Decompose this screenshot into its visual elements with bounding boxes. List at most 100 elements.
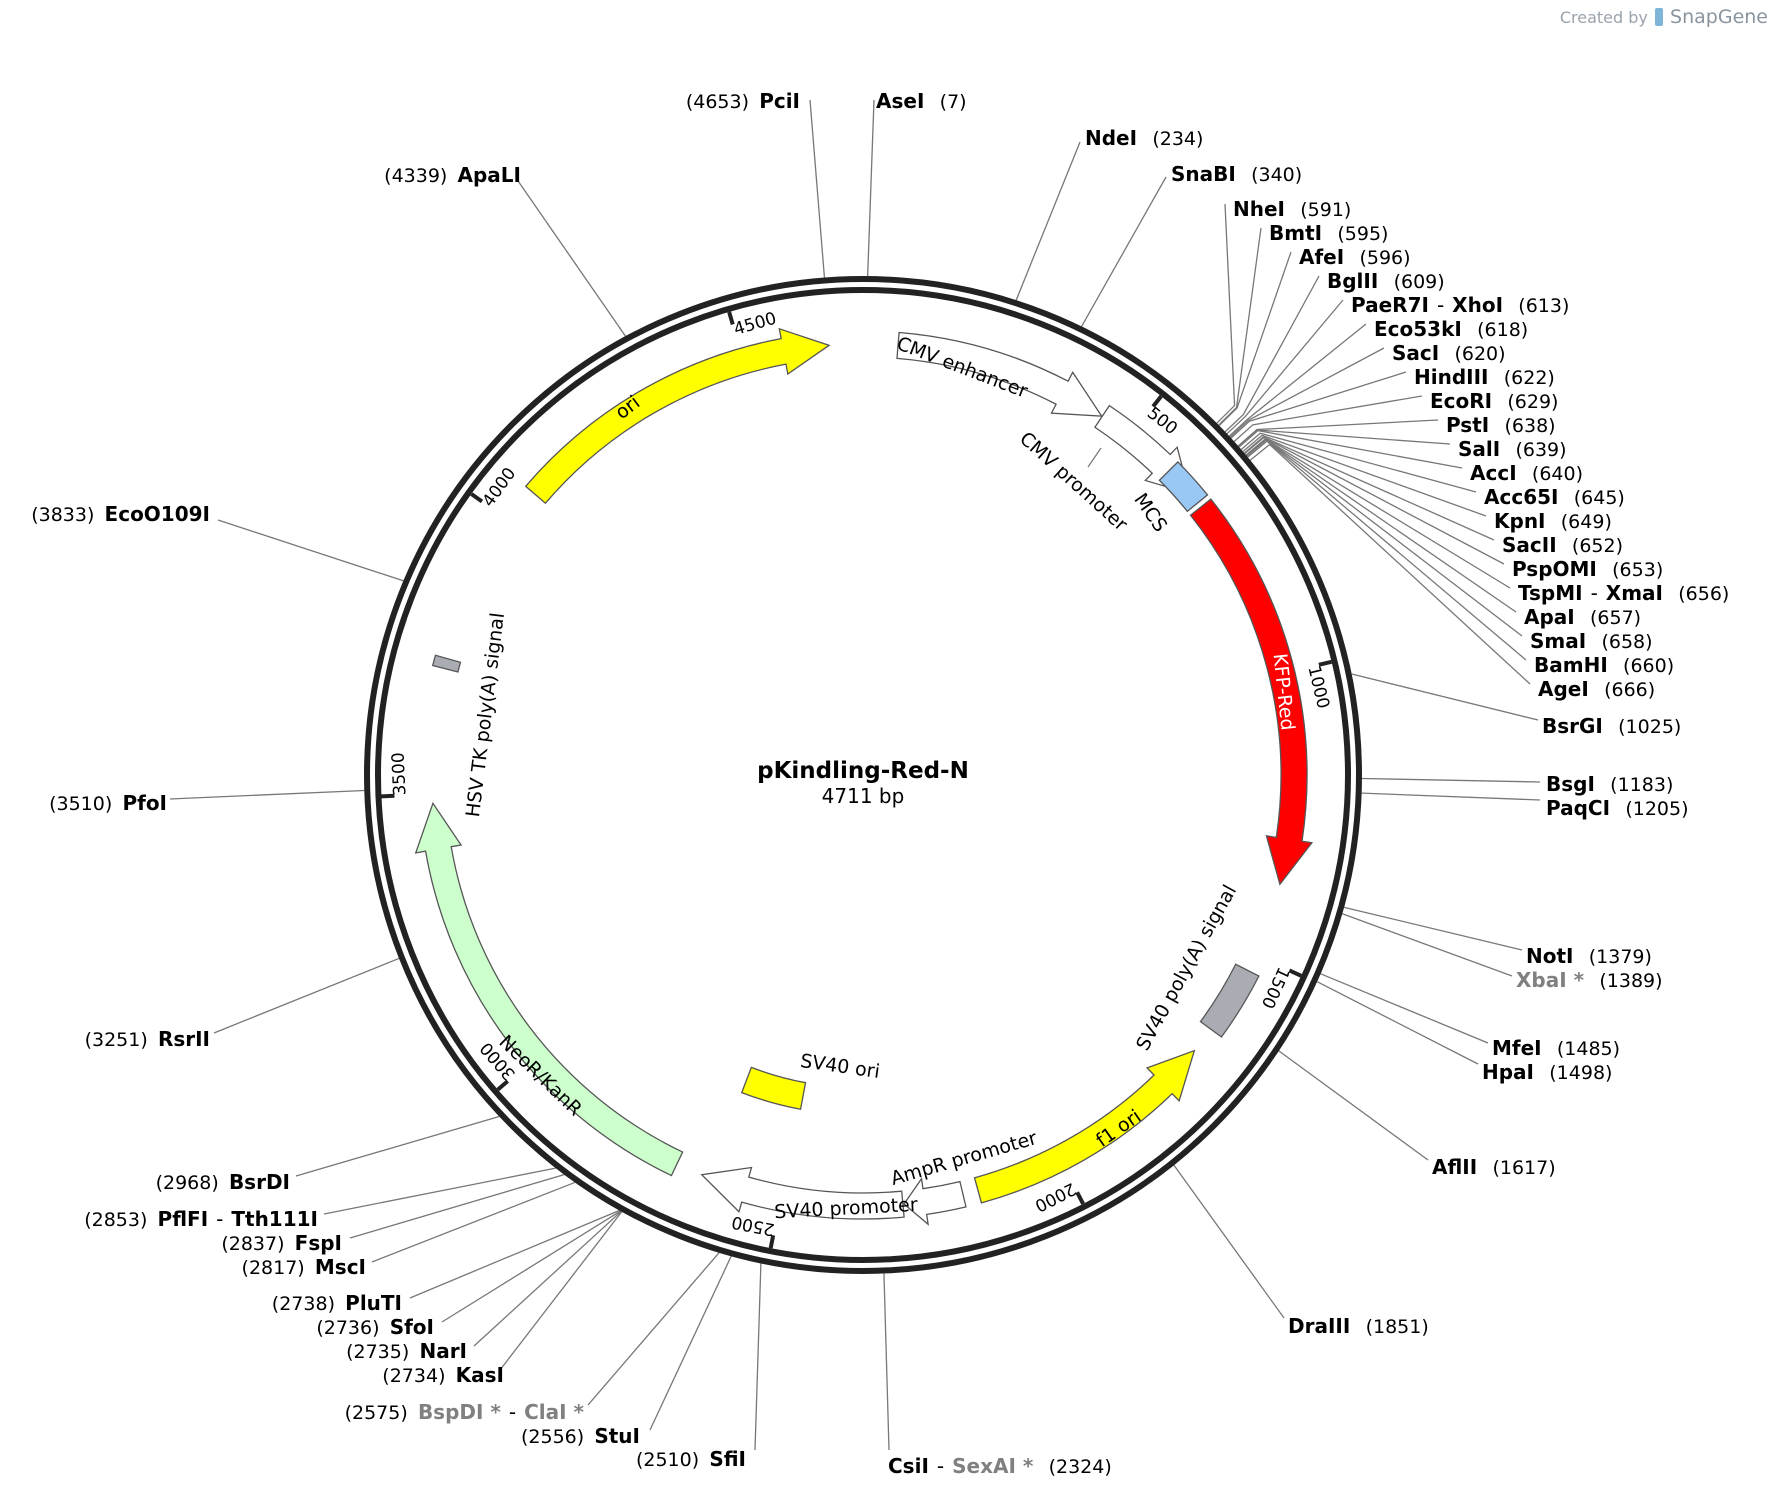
site-position: (2837)	[221, 1233, 284, 1255]
site-ecoo109i[interactable]: (3833) EcoO109I	[31, 502, 210, 526]
site-leader-line	[1342, 913, 1513, 977]
site-aflii[interactable]: AflII (1617)	[1432, 1155, 1556, 1179]
site-label: AccI (640)	[1470, 461, 1583, 485]
site-bsrdi[interactable]: (2968) BsrDI	[156, 1170, 290, 1194]
site-position: (1851)	[1366, 1316, 1429, 1338]
enzyme-name: NdeI	[1085, 126, 1137, 150]
site-psti[interactable]: PstI (638)	[1446, 413, 1556, 437]
site-afei[interactable]: AfeI (596)	[1299, 245, 1411, 269]
site-bglii[interactable]: BglII (609)	[1327, 269, 1445, 293]
site-leader-line	[1247, 440, 1527, 661]
snapgene-logo-icon	[1654, 8, 1663, 26]
site-leader-line	[1081, 176, 1167, 327]
tick-mark	[496, 1079, 510, 1092]
site-msci[interactable]: (2817) MscI	[242, 1255, 366, 1279]
site-label: PspOMI (653)	[1512, 557, 1663, 581]
site-sfoi[interactable]: (2736) SfoI	[316, 1315, 434, 1339]
site-leader-line	[1216, 203, 1236, 424]
enzyme-name: FspI	[295, 1231, 342, 1255]
site-ndei[interactable]: NdeI (234)	[1085, 126, 1203, 150]
tick-mark	[727, 311, 735, 326]
enzyme-name: Tth111I	[231, 1207, 318, 1231]
site-xbai[interactable]: XbaI * (1389)	[1516, 968, 1663, 992]
site-paer7i[interactable]: PaeR7I-XhoI (613)	[1351, 293, 1569, 317]
enzyme-name: PaqCI	[1546, 796, 1610, 820]
site-position: (649)	[1561, 511, 1612, 533]
feature-shape	[1189, 498, 1314, 886]
enzyme-name: PciI	[759, 89, 800, 113]
site-label: SacII (652)	[1502, 533, 1623, 557]
site-fspi[interactable]: (2837) FspI	[221, 1231, 342, 1255]
site-label: (2734) KasI	[382, 1363, 504, 1387]
site-asei[interactable]: AseI (7)	[876, 89, 967, 113]
site-kasi[interactable]: (2734) KasI	[382, 1363, 504, 1387]
site-bmti[interactable]: BmtI (595)	[1269, 221, 1388, 245]
site-pcii[interactable]: (4653) PciI	[686, 89, 800, 113]
site-position: (1498)	[1549, 1062, 1612, 1084]
site-nari[interactable]: (2735) NarI	[346, 1339, 467, 1363]
site-sali[interactable]: SalI (639)	[1458, 437, 1567, 461]
site-leader-line	[1238, 429, 1463, 469]
site-mfei[interactable]: MfeI (1485)	[1492, 1036, 1620, 1060]
enzyme-name: KasI	[456, 1363, 504, 1387]
site-separator: -	[1437, 293, 1444, 317]
site-bsrgi[interactable]: BsrGI (1025)	[1542, 714, 1681, 738]
site-bamhi[interactable]: BamHI (660)	[1534, 653, 1674, 677]
site-draiii[interactable]: DraIII (1851)	[1288, 1314, 1429, 1338]
site-leader-line	[1226, 299, 1344, 435]
site-eco53ki[interactable]: Eco53kI (618)	[1374, 317, 1528, 341]
plasmid-name: pKindling-Red-N	[757, 758, 969, 784]
site-saci[interactable]: SacI (620)	[1392, 341, 1506, 365]
site-apai[interactable]: ApaI (657)	[1524, 605, 1641, 629]
enzyme-name: HindIII	[1414, 365, 1488, 389]
feature-label: MCS	[1129, 489, 1171, 536]
site-hpai[interactable]: HpaI (1498)	[1482, 1060, 1612, 1084]
site-pflfi[interactable]: (2853) PflFI-Tth111I	[84, 1207, 318, 1231]
site-sfii[interactable]: (2510) SfiI	[636, 1447, 746, 1471]
feature-sv40-poly-a-signal: SV40 poly(A) signal	[1132, 881, 1260, 1054]
site-label: BglII (609)	[1327, 269, 1445, 293]
tick-label: 1000	[1303, 664, 1333, 711]
tick-mark	[1075, 1191, 1085, 1205]
site-position: (640)	[1532, 463, 1583, 485]
site-bsgi[interactable]: BsgI (1183)	[1546, 772, 1673, 796]
site-acci[interactable]: AccI (640)	[1470, 461, 1583, 485]
site-stui[interactable]: (2556) StuI	[521, 1424, 640, 1448]
site-bspdi[interactable]: (2575) BspDI *-ClaI *	[345, 1400, 585, 1424]
feature-shape	[414, 801, 684, 1177]
site-position: (340)	[1251, 164, 1302, 186]
site-label: KpnI (649)	[1494, 509, 1612, 533]
site-ecori[interactable]: EcoRI (629)	[1430, 389, 1558, 413]
site-leader-line	[883, 1273, 890, 1451]
site-noti[interactable]: NotI (1379)	[1526, 944, 1652, 968]
site-apali[interactable]: (4339) ApaLI	[384, 163, 521, 187]
site-csii[interactable]: CsiI-SexAI * (2324)	[888, 1454, 1112, 1478]
site-sacii[interactable]: SacII (652)	[1502, 533, 1623, 557]
site-leader-lines	[169, 99, 1541, 1451]
site-acc65i[interactable]: Acc65I (645)	[1484, 485, 1625, 509]
site-kpni[interactable]: KpnI (649)	[1494, 509, 1612, 533]
site-label: (4653) PciI	[686, 89, 800, 113]
feature-hsv-tk-poly-a-signal: HSV TK poly(A) signal	[431, 611, 509, 818]
site-leader-line	[1316, 981, 1479, 1065]
site-snabi[interactable]: SnaBI (340)	[1171, 162, 1302, 186]
site-hindiii[interactable]: HindIII (622)	[1414, 365, 1555, 389]
site-smai[interactable]: SmaI (658)	[1530, 629, 1653, 653]
site-position: (2556)	[521, 1426, 584, 1448]
site-pluti[interactable]: (2738) PluTI	[272, 1291, 402, 1315]
site-pfoi[interactable]: (3510) PfoI	[49, 791, 167, 815]
site-leader-line	[1228, 323, 1367, 437]
site-pspomi[interactable]: PspOMI (653)	[1512, 557, 1663, 581]
site-agei[interactable]: AgeI (666)	[1538, 677, 1655, 701]
site-rsrii[interactable]: (3251) RsrII	[85, 1027, 210, 1051]
site-paqci[interactable]: PaqCI (1205)	[1546, 796, 1689, 820]
site-label: (2575) BspDI *-ClaI *	[345, 1400, 585, 1424]
site-leader-line	[1218, 251, 1292, 426]
feature-label: KFP-Red	[1269, 652, 1299, 731]
site-tspmi[interactable]: TspMI-XmaI (656)	[1518, 581, 1729, 605]
enzyme-name: AccI	[1470, 461, 1517, 485]
site-label: SacI (620)	[1392, 341, 1506, 365]
site-position: (657)	[1590, 607, 1641, 629]
site-nhei[interactable]: NheI (591)	[1233, 197, 1351, 221]
